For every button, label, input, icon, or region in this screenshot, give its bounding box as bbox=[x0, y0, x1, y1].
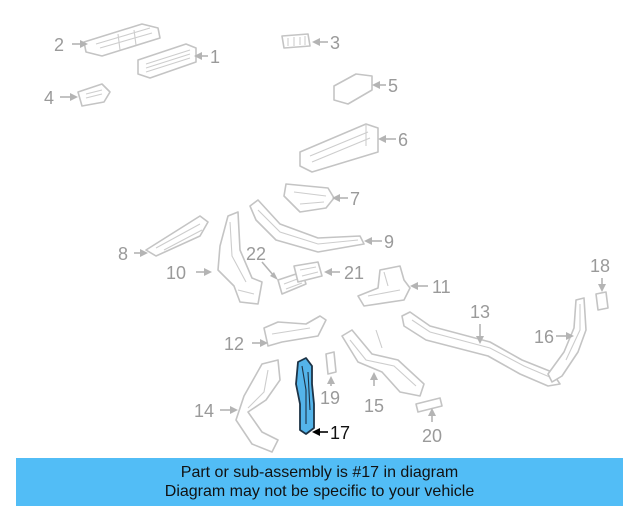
callout-18: 18 bbox=[590, 256, 610, 276]
part-8-duct[interactable] bbox=[145, 215, 209, 257]
part-2-vent[interactable] bbox=[83, 23, 161, 57]
part-15-duct[interactable] bbox=[341, 329, 425, 397]
callout-9: 9 bbox=[384, 232, 394, 252]
callout-17: 17 bbox=[330, 423, 350, 443]
part-16-duct[interactable] bbox=[547, 297, 587, 383]
callout-2: 2 bbox=[54, 35, 64, 55]
part-5-panel[interactable] bbox=[333, 73, 373, 105]
part-7-duct[interactable] bbox=[283, 183, 335, 213]
callout-14: 14 bbox=[194, 401, 214, 421]
callout-4: 4 bbox=[44, 88, 54, 108]
banner-line-2: Diagram may not be specific to your vehi… bbox=[164, 483, 475, 500]
callout-21: 21 bbox=[344, 263, 364, 283]
part-11-duct[interactable] bbox=[357, 265, 411, 307]
callout-16: 16 bbox=[534, 327, 554, 347]
callout-20: 20 bbox=[422, 426, 442, 446]
info-banner: Part or sub-assembly is #17 in diagram D… bbox=[16, 458, 623, 506]
part-20-clip[interactable] bbox=[415, 397, 443, 413]
part-1-vent[interactable] bbox=[137, 43, 197, 79]
part-19-clip[interactable] bbox=[325, 351, 337, 375]
callout-7: 7 bbox=[350, 189, 360, 209]
callout-6: 6 bbox=[398, 130, 408, 150]
part-10-duct[interactable] bbox=[217, 211, 263, 305]
banner-line-1: Part or sub-assembly is #17 in diagram bbox=[180, 464, 459, 481]
part-9-duct[interactable] bbox=[249, 199, 365, 253]
part-17-highlighted[interactable] bbox=[295, 357, 315, 435]
callout-15: 15 bbox=[364, 396, 384, 416]
callout-1: 1 bbox=[210, 47, 220, 67]
part-4-vent[interactable] bbox=[77, 83, 111, 107]
part-18-clip[interactable] bbox=[595, 291, 609, 311]
callout-10: 10 bbox=[166, 263, 186, 283]
part-13-duct[interactable] bbox=[401, 311, 561, 387]
part-14-duct[interactable] bbox=[235, 359, 281, 453]
callout-11: 11 bbox=[432, 277, 451, 297]
callout-19: 19 bbox=[320, 388, 340, 408]
callout-5: 5 bbox=[388, 76, 398, 96]
callout-3: 3 bbox=[330, 33, 340, 53]
callout-22: 22 bbox=[246, 244, 266, 264]
part-21-bracket[interactable] bbox=[293, 261, 323, 283]
part-12-duct[interactable] bbox=[263, 315, 327, 347]
part-6-duct[interactable] bbox=[299, 123, 379, 173]
callout-12: 12 bbox=[224, 334, 244, 354]
callout-13: 13 bbox=[470, 302, 490, 322]
part-3-grille[interactable] bbox=[281, 33, 311, 49]
callout-8: 8 bbox=[118, 244, 128, 264]
